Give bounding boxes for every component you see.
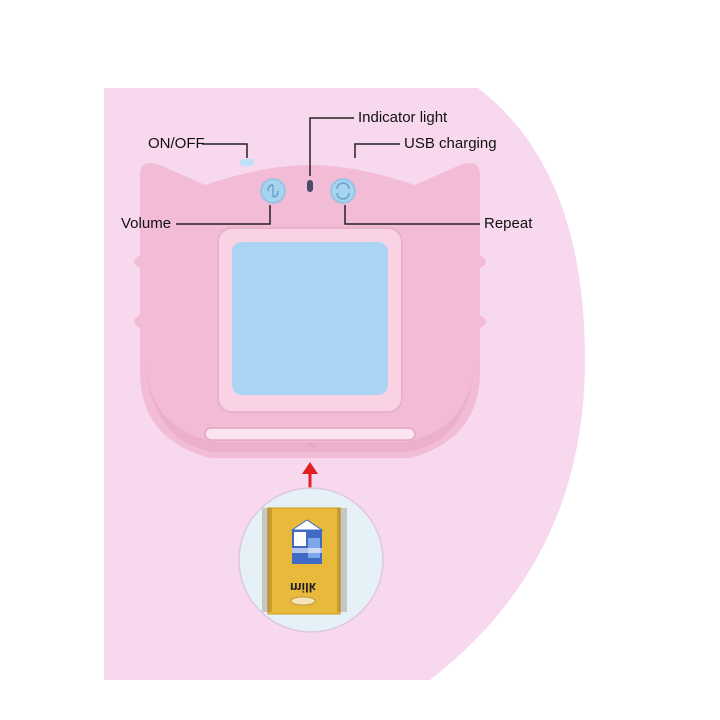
- indicator-led-icon: [307, 180, 313, 192]
- label-usb-charging: USB charging: [404, 135, 497, 153]
- card-slot[interactable]: [205, 428, 415, 440]
- label-on-off: ON/OFF: [148, 135, 205, 153]
- card-inset: [239, 488, 383, 632]
- card-word: milk: [290, 578, 316, 596]
- label-repeat: Repeat: [484, 215, 532, 233]
- on-off-button[interactable]: [240, 159, 254, 166]
- flashcard-reader-device: [134, 159, 486, 458]
- screen: [232, 242, 388, 395]
- label-indicator-light: Indicator light: [358, 109, 447, 127]
- label-volume: Volume: [121, 215, 171, 233]
